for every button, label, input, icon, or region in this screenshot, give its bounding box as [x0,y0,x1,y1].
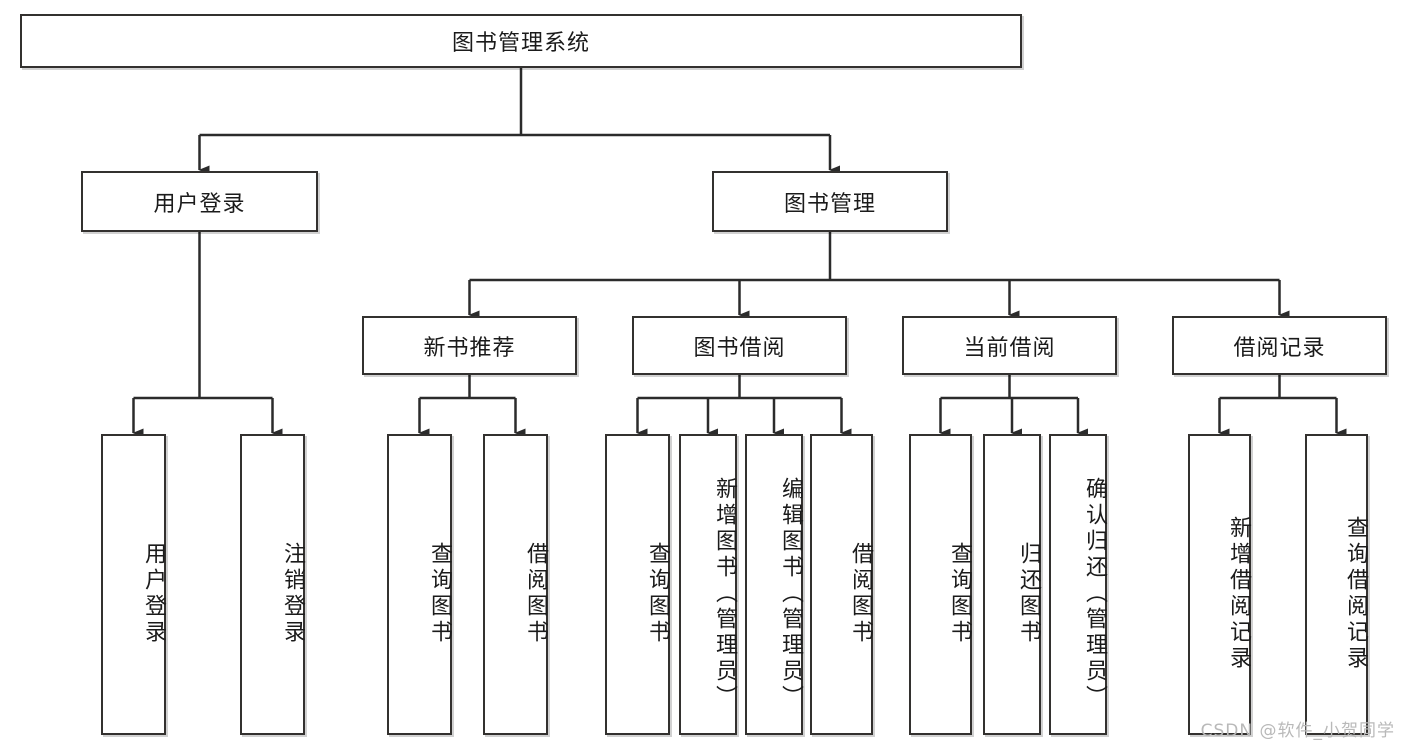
node-label: 借阅图书 [848,541,873,646]
node-leaf-confirm-return[interactable]: 确认归还（管理员） [1049,434,1107,735]
node-leaf-user-login[interactable]: 用户登录 [101,434,166,735]
node-leaf-query-book-1[interactable]: 查询图书 [387,434,452,735]
node-label: 借阅图书 [523,541,548,646]
node-leaf-edit-book[interactable]: 编辑图书（管理员） [745,434,803,735]
node-root[interactable]: 图书管理系统 [20,14,1022,68]
node-user-login[interactable]: 用户登录 [81,171,318,232]
node-label: 归还图书 [1016,541,1041,646]
node-leaf-borrow-book-1[interactable]: 借阅图书 [483,434,548,735]
node-leaf-return-book[interactable]: 归还图书 [983,434,1041,735]
node-label: 查询借阅记录 [1343,515,1368,672]
node-label: 图书借阅 [693,335,786,361]
node-label: 图书管理 [783,191,876,217]
node-label: 借阅记录 [1233,335,1326,361]
node-borrow-record[interactable]: 借阅记录 [1172,316,1387,375]
node-leaf-query-book-2[interactable]: 查询图书 [605,434,670,735]
node-label: 查询图书 [645,541,670,646]
node-label: 新增图书（管理员） [712,476,737,711]
node-label: 确认归还（管理员） [1082,476,1107,711]
watermark-text: CSDN @软件_小贺同学 [1200,721,1395,741]
node-leaf-borrow-book-2[interactable]: 借阅图书 [810,434,873,735]
node-label: 新增借阅记录 [1226,515,1251,672]
node-label: 用户登录 [141,541,166,646]
node-label: 编辑图书（管理员） [778,476,803,711]
node-label: 注销登录 [280,541,305,646]
node-book-manage[interactable]: 图书管理 [712,171,948,232]
node-label: 新书推荐 [423,335,516,361]
node-leaf-add-book[interactable]: 新增图书（管理员） [679,434,737,735]
node-new-book-recommend[interactable]: 新书推荐 [362,316,577,375]
node-current-borrow[interactable]: 当前借阅 [902,316,1117,375]
node-label: 当前借阅 [963,335,1056,361]
node-leaf-query-record[interactable]: 查询借阅记录 [1305,434,1368,735]
node-leaf-add-record[interactable]: 新增借阅记录 [1188,434,1251,735]
node-leaf-logout[interactable]: 注销登录 [240,434,305,735]
node-label: 查询图书 [947,541,972,646]
node-leaf-query-book-3[interactable]: 查询图书 [909,434,972,735]
node-label: 图书管理系统 [451,31,590,56]
node-label: 查询图书 [427,541,452,646]
node-book-borrow[interactable]: 图书借阅 [632,316,847,375]
node-label: 用户登录 [153,191,246,217]
